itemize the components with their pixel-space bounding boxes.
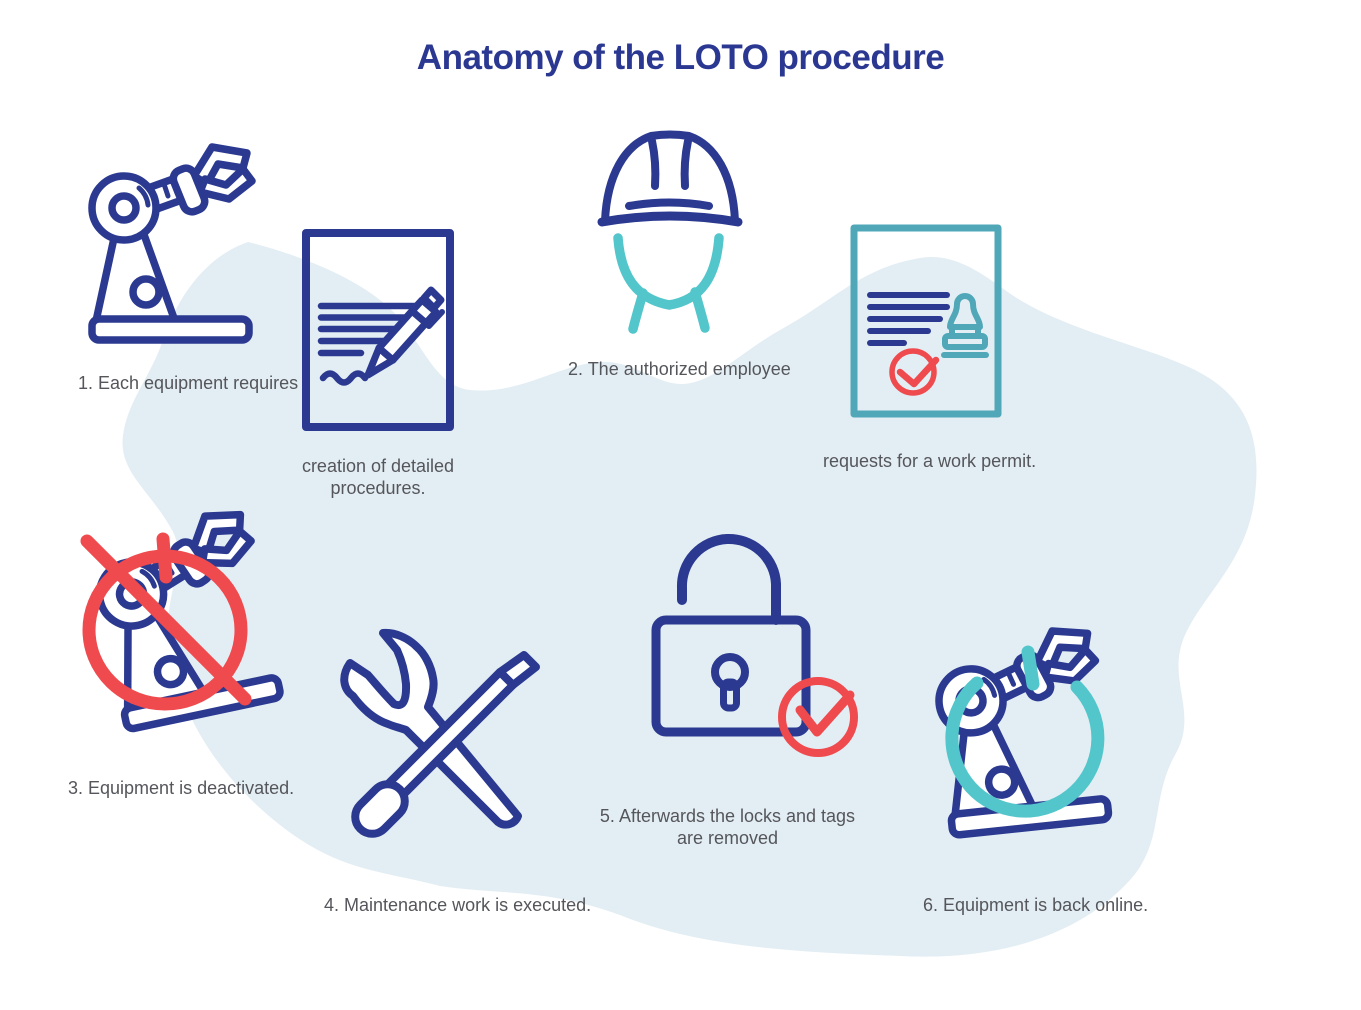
check-badge xyxy=(778,677,858,757)
padlock-check-icon xyxy=(651,534,858,757)
step-caption: 6. Equipment is back online. xyxy=(923,895,1149,915)
work-permit-stamp-icon xyxy=(850,224,1002,418)
step-caption: 4. Maintenance work is executed. xyxy=(324,895,592,915)
step-caption: 3. Equipment is deactivated. xyxy=(68,778,295,798)
tools-icon xyxy=(340,628,540,838)
robot-deactivated-icon xyxy=(80,505,290,730)
step-caption: 2. The authorized employee xyxy=(568,359,791,379)
restart-cycle xyxy=(945,645,1105,818)
step-caption: requests for a work permit. xyxy=(823,451,1037,471)
step-caption: 1. Each equipment requires xyxy=(78,373,299,393)
robot-arm-icon xyxy=(82,132,257,347)
document-pen-icon xyxy=(302,229,454,431)
prohibition-sign xyxy=(80,532,252,711)
page-title: Anatomy of the LOTO procedure xyxy=(416,38,945,77)
robot-back-online-icon xyxy=(922,618,1112,843)
step-caption: 5. Afterwards the locks and tags are rem… xyxy=(599,806,856,848)
hard-hat-icon xyxy=(597,130,743,334)
step-caption: creation of detailed procedures. xyxy=(301,456,455,498)
